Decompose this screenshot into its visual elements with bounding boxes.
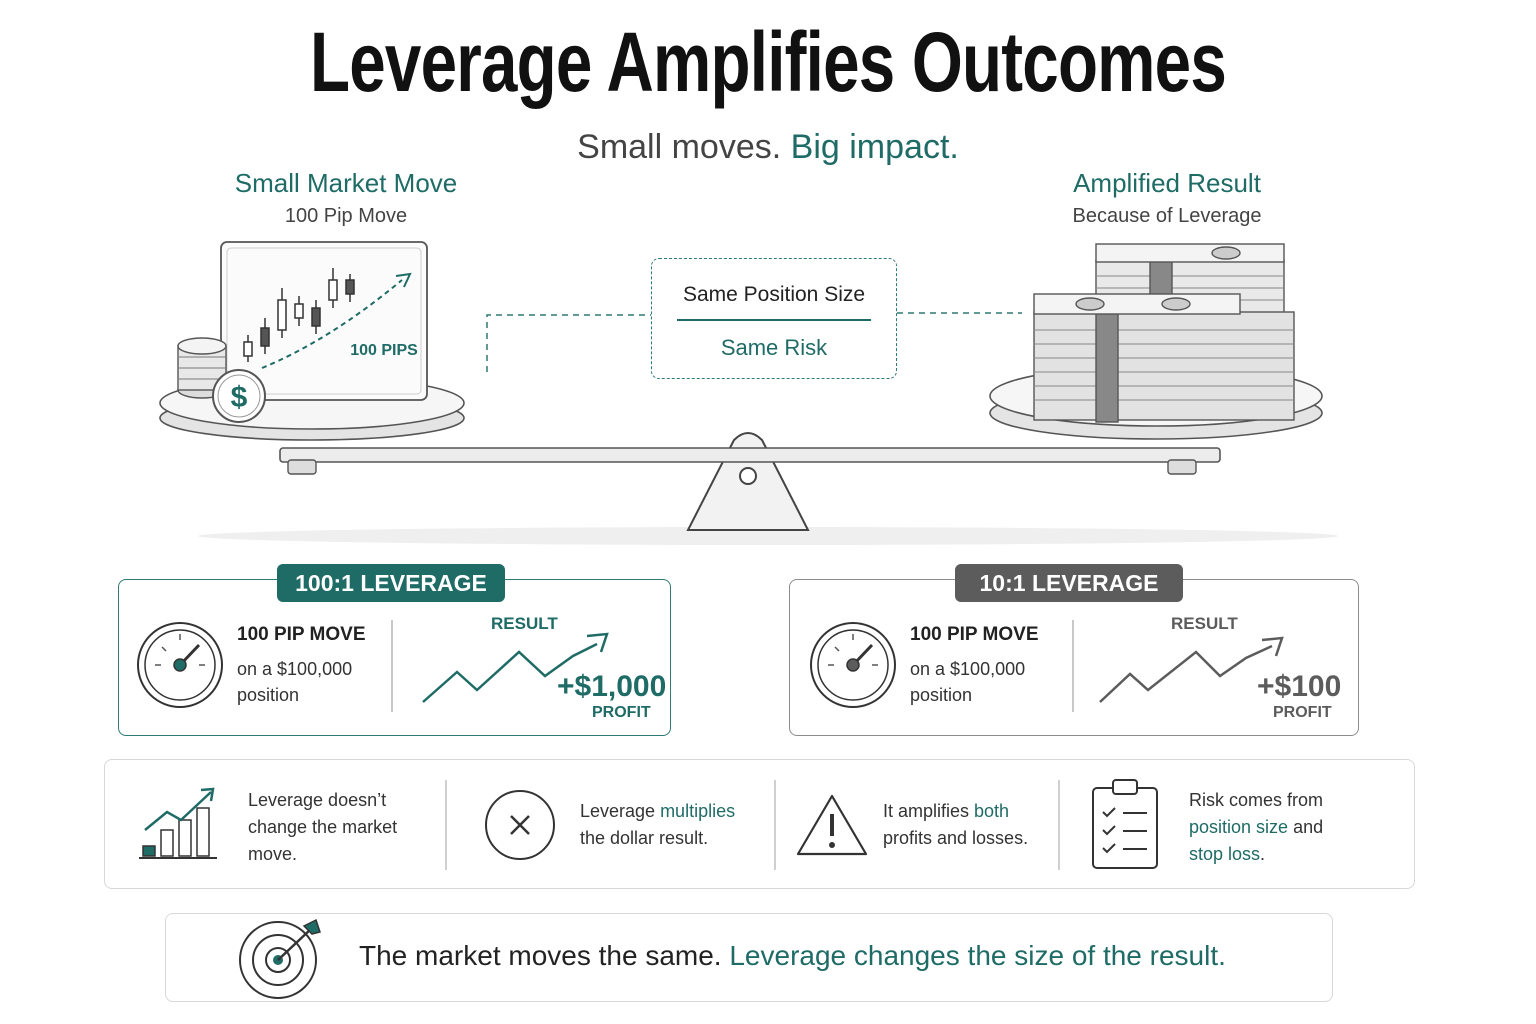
right-subheading: Because of Leverage [1072,205,1262,227]
left-heading: Small Market Move [234,168,458,198]
card-100-1-amount: +$1,000 [557,670,667,703]
card-10-1-divider [1072,620,1074,712]
fact-divider-3 [1058,780,1060,870]
center-divider [677,319,871,321]
card-10-1-result-label: RESULT [1171,614,1238,633]
left-connector [486,314,651,372]
candlestick-board [220,241,428,401]
checklist-clipboard-icon [1092,779,1158,869]
gauge-icon [810,622,896,708]
beam-foot-right [1167,459,1197,475]
center-info-box: Same Position Size Same Risk [651,258,897,379]
seesaw-illustration: 100 PIPS $ [159,241,1338,545]
fact-divider-2 [774,780,776,870]
card-10-1-leverage: 10:1 LEVERAGE 100 PIP MOVE on a $100,000… [789,564,1359,736]
warning-icon [796,794,868,856]
card-10-1-tag: 10:1 LEVERAGE [955,564,1183,602]
center-line2: Same Risk [720,335,828,360]
dollar-coin [212,369,266,423]
center-line1: Same Position Size [682,283,866,306]
page-subtitle: Small moves. Big impact. [0,128,1536,167]
multiply-icon [485,790,555,860]
chart-label: 100 PIPS [350,342,418,359]
fulcrum-pin [739,467,757,485]
card-10-1-amount: +$100 [1257,670,1342,703]
card-100-1-trend-icon [422,632,609,703]
growth-chart-icon [139,787,217,859]
bottom-message-panel: The market moves the same. Leverage chan… [165,913,1333,1002]
beam-foot-left [287,459,317,475]
card-100-1-tag: 100:1 LEVERAGE [277,564,505,602]
card-10-1-profit-label: PROFIT [1273,704,1332,721]
right-heading-group: Amplified Result Because of Leverage [987,168,1347,228]
left-heading-group: Small Market Move 100 Pip Move [166,168,526,228]
subtitle-part2: Big impact. [790,128,959,166]
page-title: Leverage Amplifies Outcomes [310,15,1227,109]
bottom-message: The market moves the same. Leverage chan… [359,940,1226,971]
dollar-symbol: $ [231,381,248,414]
left-subheading: 100 Pip Move [284,205,408,227]
card-100-1-divider [391,620,393,712]
seesaw-beam [279,447,1221,463]
gauge-icon [137,622,223,708]
right-heading: Amplified Result [1073,168,1261,198]
card-100-1-move: 100 PIP MOVE [237,624,366,645]
fact-divider-1 [445,780,447,870]
card-100-1-profit-label: PROFIT [592,704,651,721]
card-100-1-result-label: RESULT [491,614,558,633]
subtitle-part1: Small moves. [577,128,782,166]
floor-shadow [198,527,1338,545]
target-icon [239,918,321,999]
cash-stacks [1033,243,1295,423]
card-100-1-leverage: 100:1 LEVERAGE 100 PIP MOVE on a $100,00… [118,564,671,736]
card-10-1-trend-icon [1099,636,1284,703]
card-10-1-move: 100 PIP MOVE [910,624,1039,645]
